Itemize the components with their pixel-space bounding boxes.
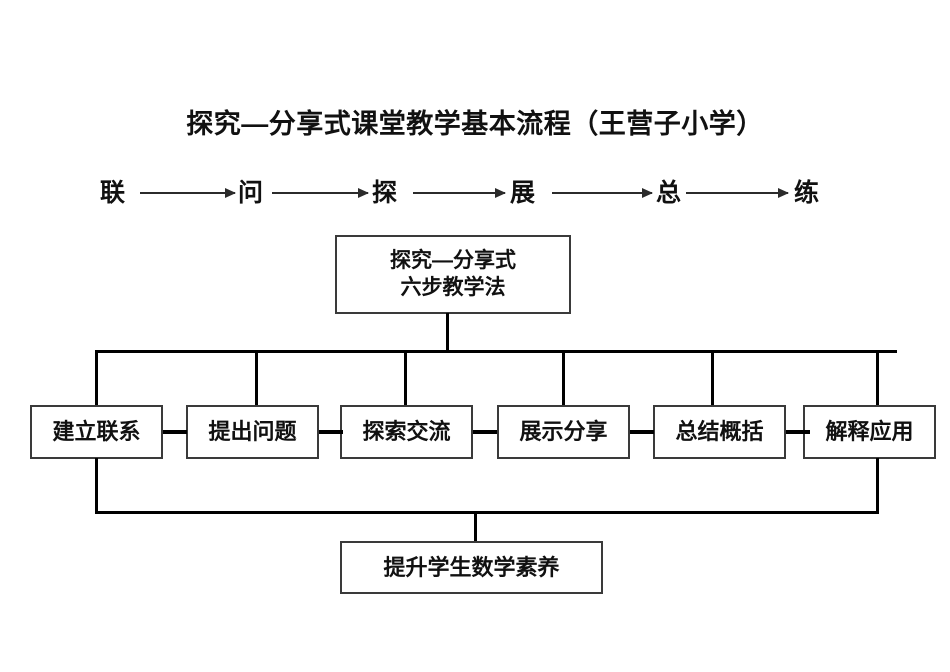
bus-stem-4 xyxy=(562,350,565,407)
step-connector-4-5 xyxy=(630,430,654,434)
step-box-2[interactable]: 提出问题 xyxy=(186,405,319,459)
step-connector-1-2 xyxy=(163,430,187,434)
step-connector-3-4 xyxy=(473,430,497,434)
flow-arrow-4 xyxy=(552,188,653,198)
bus-stem-6 xyxy=(876,350,879,407)
step-connector-5-6 xyxy=(786,430,810,434)
flow-step-1: 联 xyxy=(100,179,126,207)
page-title: 探究—分享式课堂教学基本流程（王营子小学） xyxy=(186,109,764,139)
return-stem-left xyxy=(95,458,98,514)
step-box-3[interactable]: 探索交流 xyxy=(340,405,473,459)
bottom-bus-line xyxy=(95,511,879,514)
flow-arrow-5 xyxy=(686,188,789,198)
step-connector-2-3 xyxy=(319,430,343,434)
step-box-1[interactable]: 建立联系 xyxy=(30,405,163,459)
outcome-node[interactable]: 提升学生数学素养 xyxy=(340,541,603,594)
bus-stem-3 xyxy=(404,350,407,407)
flow-step-3: 探 xyxy=(372,179,398,207)
flow-step-4: 展 xyxy=(510,179,536,207)
flow-arrow-1 xyxy=(140,188,236,198)
connector-center-to-bus xyxy=(446,313,449,353)
top-bus-line xyxy=(95,350,897,353)
step-box-6[interactable]: 解释应用 xyxy=(803,405,936,459)
center-node[interactable]: 探究—分享式 六步教学法 xyxy=(335,235,571,314)
flow-step-6: 练 xyxy=(794,179,820,207)
return-stem-right xyxy=(876,458,879,514)
flow-step-2: 问 xyxy=(238,179,264,207)
flow-arrow-2 xyxy=(272,188,369,198)
flow-step-5: 总 xyxy=(656,179,682,207)
step-box-5[interactable]: 总结概括 xyxy=(653,405,786,459)
step-box-4[interactable]: 展示分享 xyxy=(497,405,630,459)
bus-stem-1 xyxy=(95,350,98,407)
flow-sequence-row: 联 问 探 展 总 练 xyxy=(100,175,860,217)
flow-arrow-3 xyxy=(413,188,506,198)
bus-stem-5 xyxy=(711,350,714,407)
bus-stem-2 xyxy=(255,350,258,407)
connector-bus-to-outcome xyxy=(474,511,477,543)
